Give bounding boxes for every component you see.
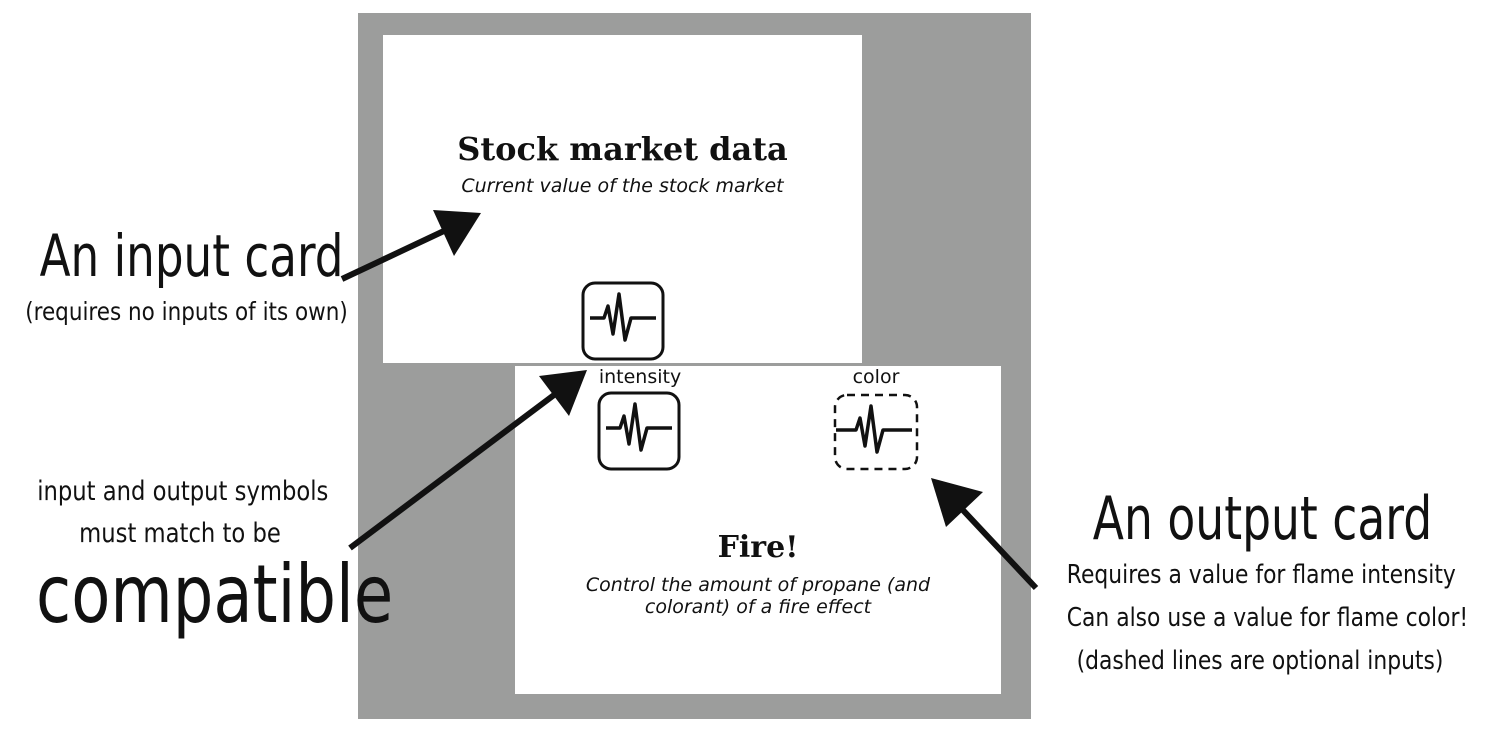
input-card-callout-subtitle: (requires no inputs of its own) xyxy=(25,297,348,326)
compat-arrow xyxy=(348,370,587,551)
waveform-icon xyxy=(590,292,656,342)
input-card-output-symbol xyxy=(581,281,665,361)
output-card: Fire! Control the amount of propane (and… xyxy=(515,366,1001,694)
intensity-input-label: intensity xyxy=(598,366,682,388)
waveform-icon xyxy=(606,402,672,452)
output-card-callout-line3: (dashed lines are optional inputs) xyxy=(1076,646,1444,676)
output-card-callout-line2: Can also use a value for flame color! xyxy=(1066,603,1469,633)
output-card-callout-title: An output card xyxy=(1092,484,1433,554)
input-card-callout-title: An input card xyxy=(39,222,344,290)
input-card-description: Current value of the stock market xyxy=(461,175,784,197)
waveform-icon xyxy=(836,404,912,454)
output-card-callout-line1: Requires a value for flame intensity xyxy=(1066,560,1456,590)
input-card-arrow xyxy=(340,210,481,282)
compat-callout-line1: input and output symbols xyxy=(37,476,329,507)
color-input-label: color xyxy=(852,366,900,388)
input-card-title: Stock market data xyxy=(457,130,788,168)
compat-callout-line2: must match to be xyxy=(79,518,281,549)
output-card-description-line1: Control the amount of propane (and xyxy=(585,574,931,596)
output-card-description-line2: colorant) of a fire effect xyxy=(644,596,872,618)
input-card: Stock market data Current value of the s… xyxy=(383,35,862,363)
color-input-symbol-optional xyxy=(833,393,919,471)
output-card-arrow xyxy=(931,478,1039,591)
output-card-title: Fire! xyxy=(717,530,799,565)
intensity-input-symbol xyxy=(597,391,681,471)
